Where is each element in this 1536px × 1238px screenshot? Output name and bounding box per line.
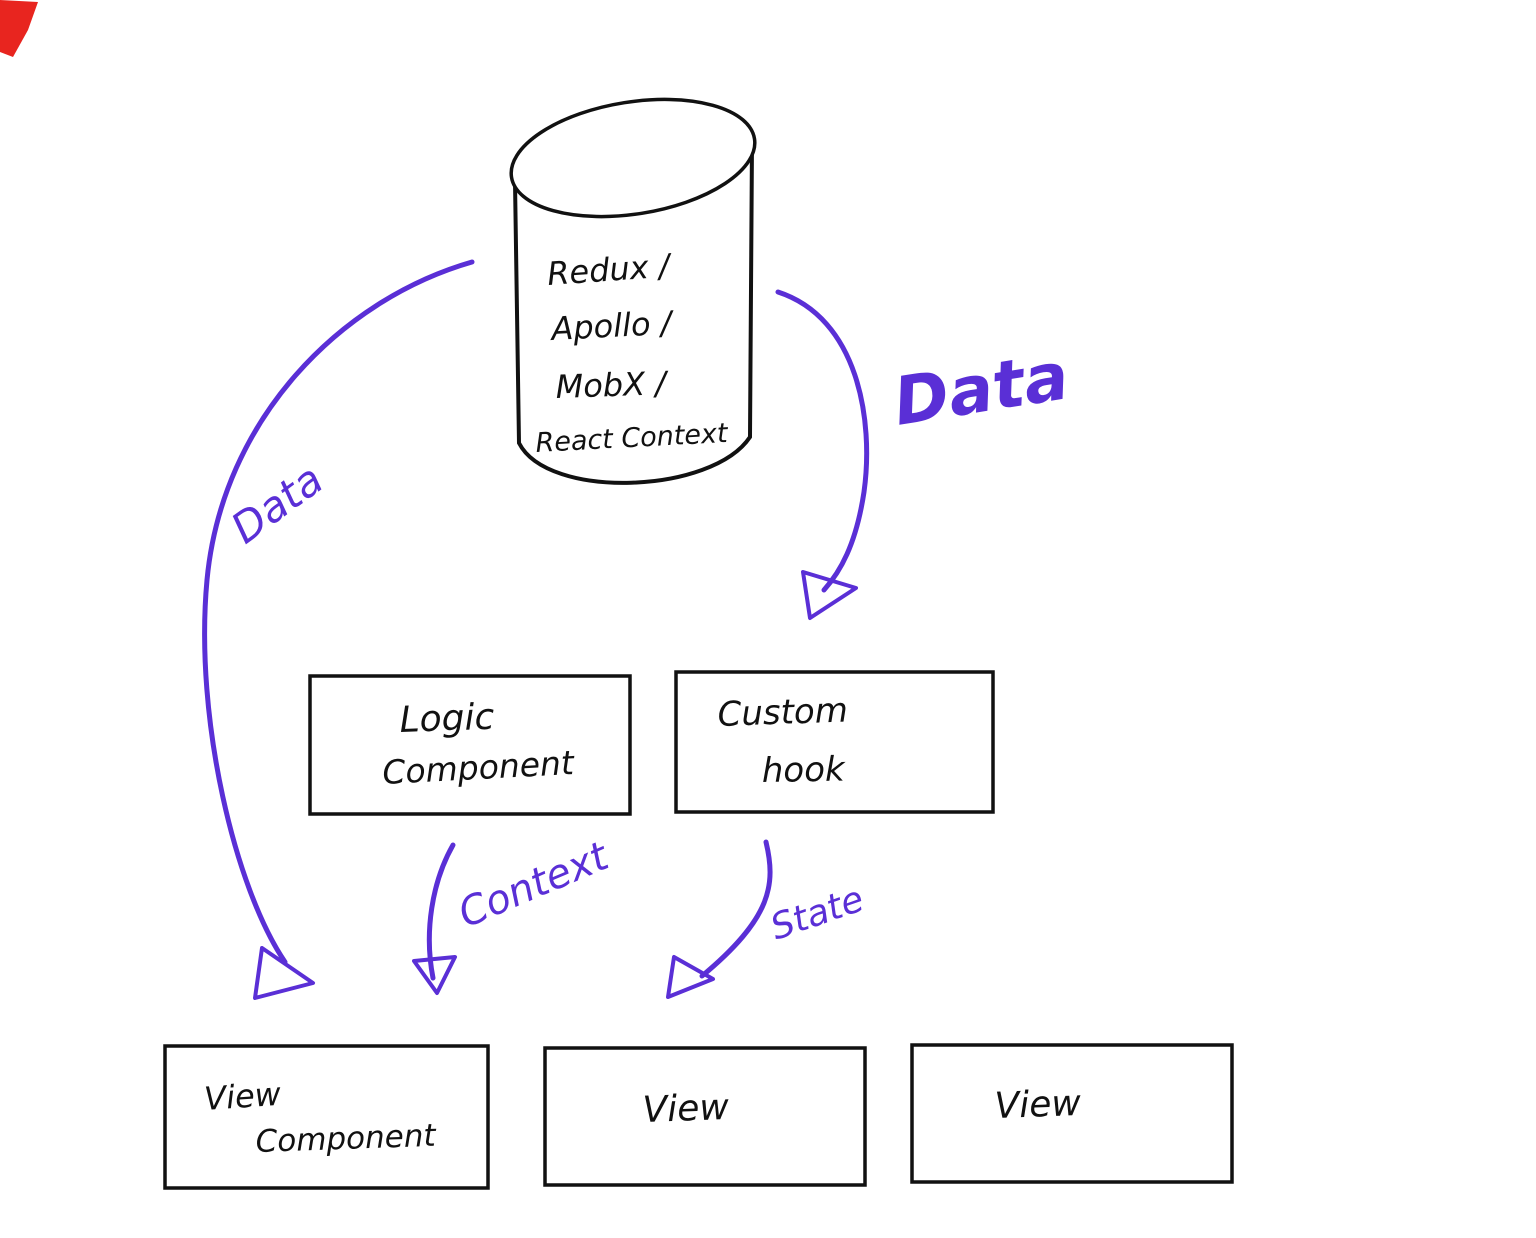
logic-component-label-line-1: Logic — [399, 697, 495, 741]
view-component-label-line-2: Component — [255, 1118, 438, 1160]
view-right-label: View — [994, 1083, 1082, 1127]
data-label-right: Data — [888, 337, 1073, 440]
store-cylinder-top — [509, 97, 757, 219]
store-label-line-2: Apollo / — [548, 304, 675, 349]
view-node-right — [910, 1043, 1234, 1184]
view-node-center — [543, 1046, 867, 1187]
context-arrow — [412, 842, 457, 995]
ink-shapes — [163, 97, 1234, 1190]
data-arrow-right-shaft — [775, 289, 870, 593]
data-flow-arrows — [202, 259, 870, 1000]
store-cylinder — [509, 97, 757, 485]
context-arrow-shaft — [426, 842, 456, 981]
store-cylinder-body-fill — [515, 142, 752, 483]
state-label: State — [766, 879, 869, 949]
data-arrow-right-head — [801, 570, 858, 620]
data-arrow-left-shaft — [202, 259, 475, 965]
logic-component-node — [308, 674, 632, 816]
data-arrow-left — [202, 259, 475, 1000]
store-label-line-1: Redux / — [546, 246, 674, 293]
state-arrow — [666, 839, 773, 999]
custom-hook-label-line-1: Custom — [717, 690, 849, 735]
store-label-line-3: MobX / — [555, 364, 670, 406]
store-cylinder-body-outline — [513, 140, 754, 485]
view-component-label-line-1: View — [203, 1075, 283, 1118]
view-center-label: View — [642, 1087, 730, 1131]
view-component-node — [163, 1044, 490, 1190]
corner-mark — [0, 0, 38, 57]
custom-hook-node — [674, 670, 995, 814]
ink-labels: Redux / Apollo / MobX / React Context Lo… — [203, 246, 1082, 1160]
custom-hook-label-line-2: hook — [761, 750, 846, 791]
state-arrow-head — [666, 955, 715, 999]
context-label: Context — [452, 833, 616, 937]
state-arrow-shaft — [699, 839, 773, 979]
data-arrow-right — [775, 289, 870, 620]
data-arrow-left-head — [253, 946, 315, 1000]
data-label-left: Data — [222, 454, 332, 553]
context-arrow-head — [412, 955, 457, 995]
